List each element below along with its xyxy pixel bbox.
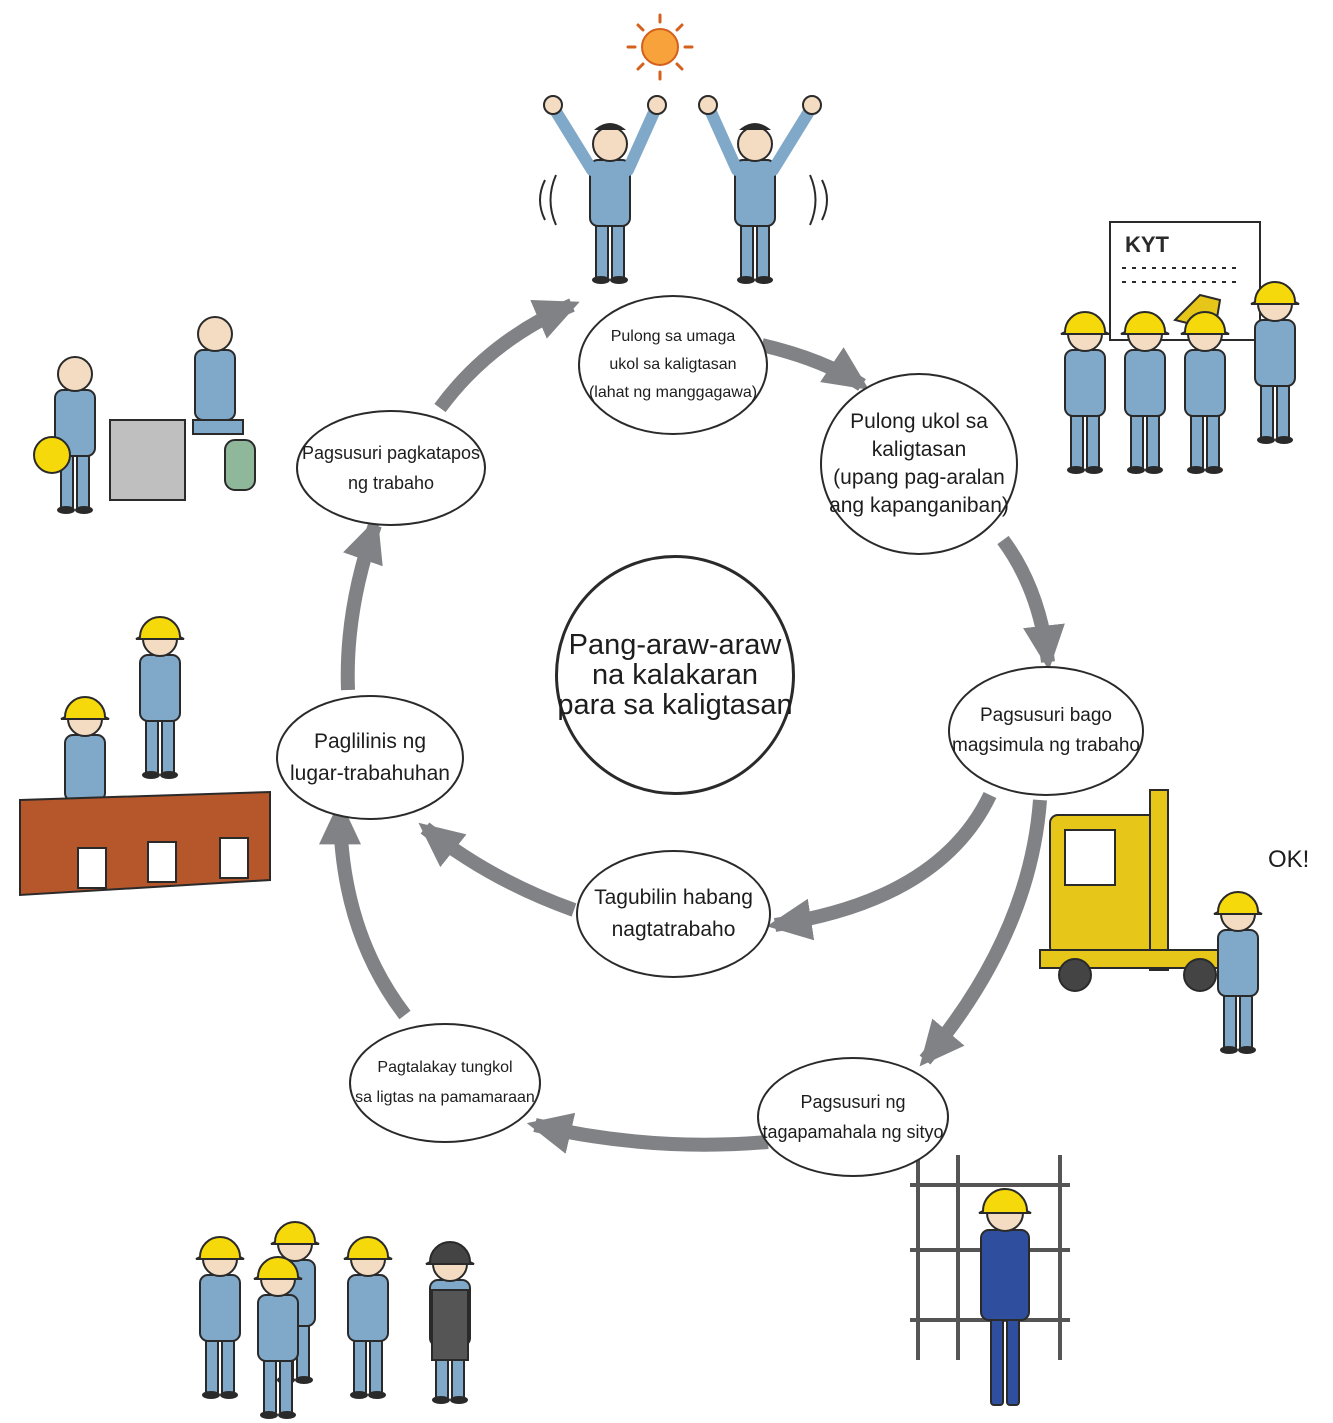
crane-icon [1039, 789, 1241, 992]
step-cleaning-workplace: Paglilinis ng lugar-trabahuhan [276, 695, 464, 820]
step-label-line: Tagubilin habang [594, 886, 753, 909]
svg-text:KYT: KYT [1125, 232, 1170, 257]
step-label-line: tagapamahala ng sityo [762, 1122, 944, 1142]
step-label-line: Pagsusuri pagkatapos [301, 443, 481, 463]
step-label-line: Pulong sa umaga [610, 328, 736, 345]
arrow-postcheck-to-morning [434, 298, 580, 413]
group-discussion-illustration [195, 1221, 475, 1420]
arrow-precheck-to-manager [919, 799, 1047, 1067]
step-label-line: ukol sa kaligtasan [609, 356, 737, 373]
step-label-line: lugar-trabahuhan [290, 761, 450, 785]
step-morning-safety-meeting: Pulong sa umaga ukol sa kaligtasan (laha… [578, 295, 768, 435]
step-label-line: (lahat ng manggagawa) [588, 384, 758, 401]
chair-icon [224, 439, 256, 491]
step-label-line: Pulong ukol sa [850, 410, 988, 433]
arrow-discussion-to-cleaning [319, 799, 411, 1020]
kyt-briefing-illustration: KYT [1060, 221, 1300, 475]
step-label-line: sa ligtas na pamamaraan [355, 1089, 535, 1106]
step-label-line: Pagsusuri bago [979, 705, 1113, 726]
step-label-line: ang kapanganiban) [829, 494, 1009, 517]
step-label-line: nagtatrabaho [611, 918, 736, 941]
arrow-kyt-to-precheck [997, 535, 1065, 671]
step-label-line: Pagtalakay tungkol [377, 1059, 513, 1076]
step-label-line: kaligtasan [871, 438, 967, 461]
crane-inspection-illustration [1039, 789, 1263, 1055]
step-site-manager-check: Pagsusuri ng tagapamahala ng sityo [757, 1057, 949, 1177]
step-kyt-safety-meeting: Pulong ukol sa kaligtasan (upang pag-ara… [820, 373, 1018, 555]
step-instruction-during-work: Tagubilin habang nagtatrabaho [576, 850, 771, 978]
step-label-line: Paglilinis ng [313, 729, 427, 753]
helmet-in-hand-icon [33, 436, 71, 474]
site-manager-illustration [910, 1155, 1070, 1406]
desk-icon [109, 419, 186, 501]
center-title-line: Pang-araw-araw [568, 629, 782, 661]
ok-callout: OK! [1268, 846, 1310, 873]
celebrating-workers-illustration [539, 13, 828, 285]
step-safe-procedure-discussion: Pagtalakay tungkol sa ligtas na pamamara… [349, 1023, 541, 1143]
cleaning-illustration [19, 616, 271, 897]
step-label-line: ng trabaho [347, 473, 435, 493]
sorting-bins-icon [19, 790, 271, 897]
office-review-illustration [33, 316, 256, 515]
arrow-instruction-to-cleaning [418, 822, 577, 917]
step-label-line: magsimula ng trabaho [952, 735, 1140, 756]
arrow-manager-to-discussion [526, 1112, 769, 1154]
arrow-morning-to-kyt [760, 338, 869, 391]
arrow-cleaning-to-postcheck [340, 517, 383, 691]
step-post-work-check: Pagsusuri pagkatapos ng trabaho [296, 410, 486, 526]
arrow-precheck-to-instruction [766, 791, 997, 941]
step-label-line: Pagsusuri ng [800, 1092, 906, 1112]
center-title-line: na kalakaran [591, 659, 759, 691]
sun-icon [626, 13, 694, 81]
center-title-line: para sa kaligtasan [557, 689, 793, 721]
step-pre-work-check: Pagsusuri bago magsimula ng trabaho [948, 666, 1144, 796]
step-label-line: (upang pag-aralan [833, 466, 1005, 489]
cycle-center-title: Pang-araw-araw na kalakaran para sa kali… [555, 555, 795, 795]
